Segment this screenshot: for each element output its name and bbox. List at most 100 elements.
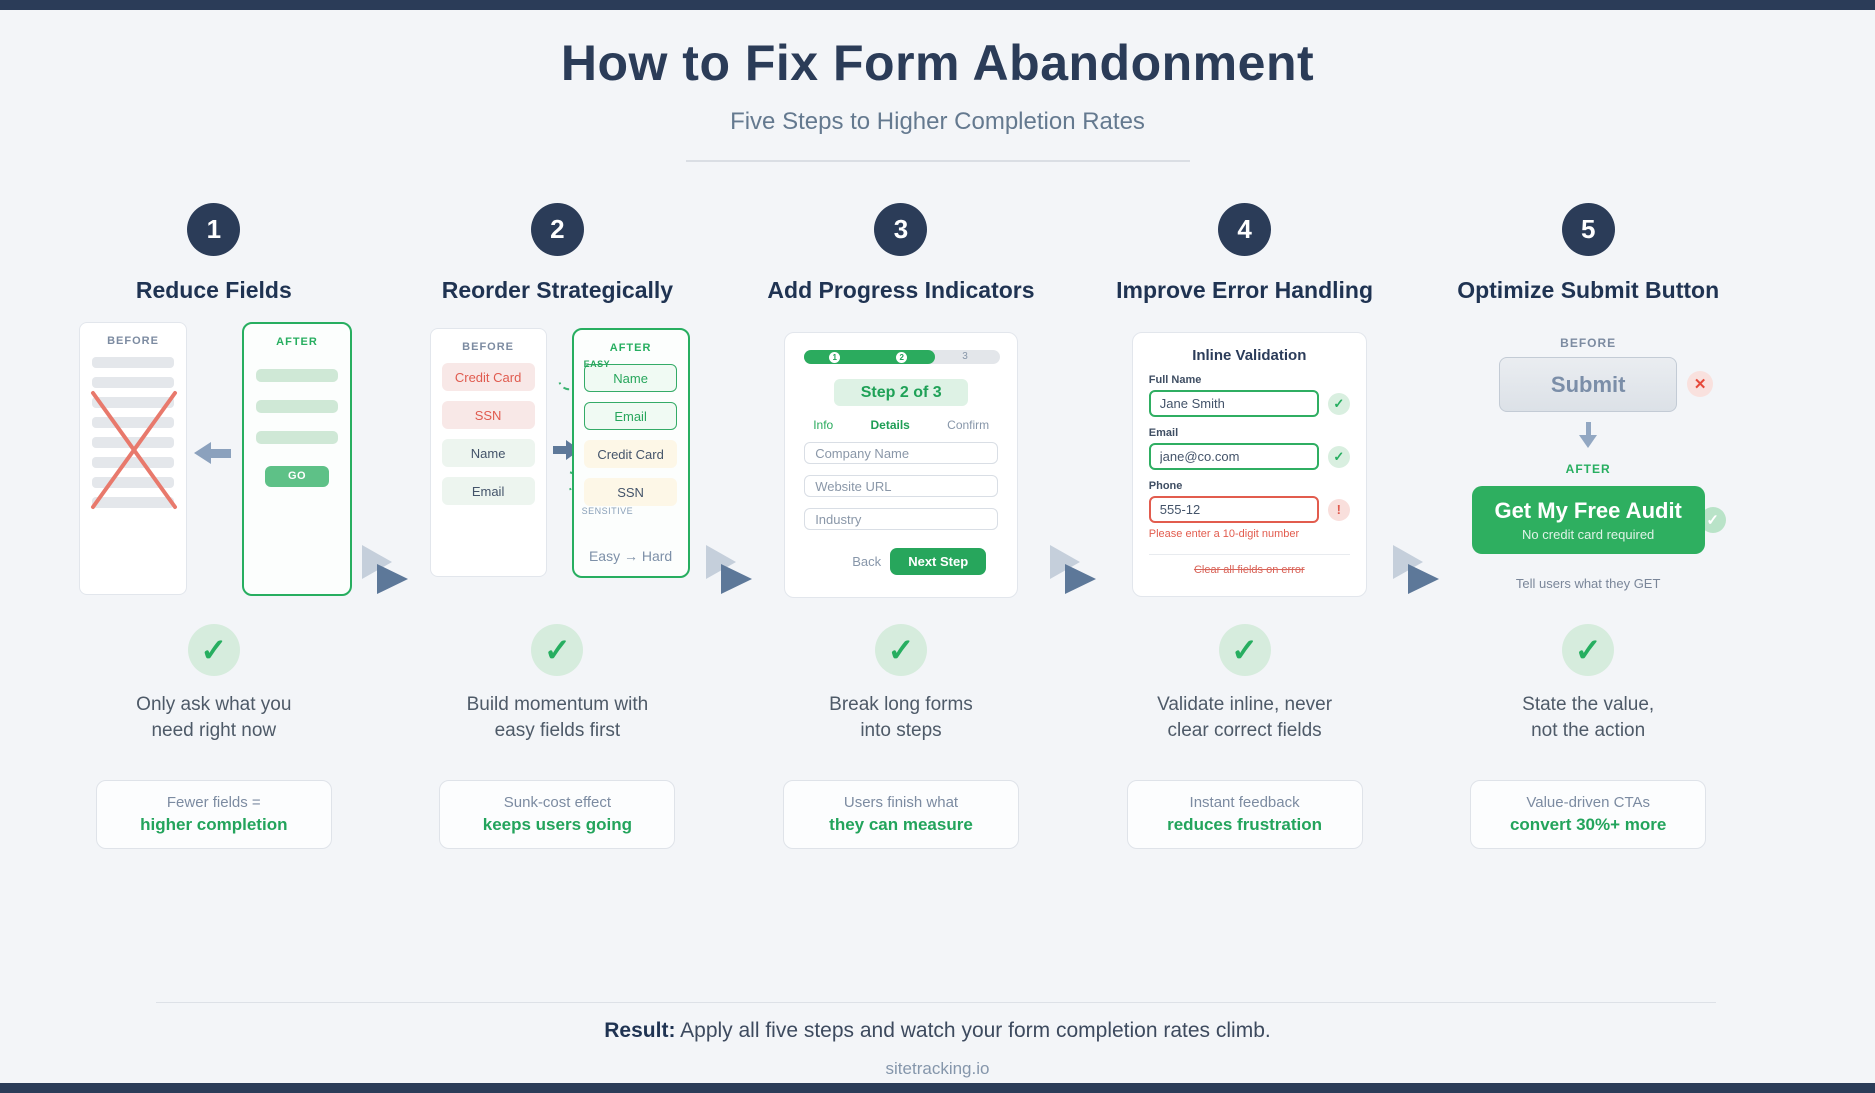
after-form-card: AFTER GO: [242, 322, 352, 596]
page-title: How to Fix Form Abandonment: [560, 35, 1315, 91]
form-fields: Name Email Credit Card SSN: [574, 364, 688, 506]
takeaway-line-2: convert 30%+ more: [1509, 815, 1667, 834]
form-footer: Back Next Step: [804, 548, 998, 575]
check-icon: ✓: [187, 624, 240, 676]
step-column-2: 2 Reorder Strategically BEFORE Credit Ca…: [386, 203, 730, 849]
takeaway-line-2: keeps users going: [482, 815, 633, 834]
form-field-chip[interactable]: Credit Card: [584, 440, 678, 468]
benefit-text: State the value, not the action: [1522, 694, 1655, 741]
form-inputs: [804, 442, 999, 530]
field-bar: [256, 369, 338, 382]
form-field-chip[interactable]: Name: [584, 364, 678, 392]
step-column-1: 1 Reduce Fields BEFORE: [42, 203, 386, 849]
crossed-out-icon: [91, 391, 177, 509]
step-number-badge: 1: [187, 203, 241, 256]
step-column-5: 5 Optimize Submit Button BEFORE Submit ✕…: [1416, 203, 1760, 849]
step-column-4: 4 Improve Error Handling Inline Validati…: [1073, 203, 1417, 849]
field-bar: [92, 477, 174, 488]
field-bar: [92, 357, 174, 368]
progress-step-3: 3: [962, 351, 968, 362]
takeaway-box: Value-driven CTAs convert 30%+ more: [1470, 780, 1707, 849]
field-row: !: [1148, 496, 1350, 523]
cta-note: Tell users what they GET: [1515, 576, 1661, 591]
cta-subtitle: No credit card required: [1522, 527, 1655, 542]
after-label: AFTER: [276, 336, 318, 348]
tab-confirm[interactable]: Confirm: [947, 418, 990, 432]
field-bar: [92, 497, 174, 508]
check-icon: ✓: [1218, 624, 1271, 676]
email-label: Email: [1148, 427, 1179, 439]
form-field-bars: [80, 357, 186, 508]
go-button[interactable]: GO: [265, 466, 329, 487]
cta-title: Get My Free Audit: [1494, 498, 1682, 523]
back-button[interactable]: Back: [846, 553, 887, 570]
step-number-badge: 4: [1218, 203, 1272, 256]
before-form-card: BEFORE: [79, 322, 187, 595]
before-button-wrap: Submit ✕: [1499, 357, 1714, 412]
takeaway-line-1: Value-driven CTAs: [1526, 794, 1650, 811]
form-field-chip[interactable]: Name: [441, 439, 535, 467]
benefit-text: Build momentum with easy fields first: [466, 694, 649, 741]
down-arrow-icon: [1579, 422, 1598, 448]
error-message: Please enter a 10-digit number: [1148, 528, 1300, 540]
takeaway-line-2: they can measure: [829, 815, 973, 834]
next-step-chevron-icon: [362, 545, 424, 605]
anti-pattern-text: Clear all fields on error: [1193, 564, 1305, 576]
cross-icon: ✕: [1687, 371, 1714, 397]
valid-check-icon: ✓: [1327, 392, 1350, 415]
before-label: BEFORE: [107, 335, 159, 347]
takeaway-box: Users finish what they can measure: [782, 780, 1019, 849]
step-title: Reduce Fields: [135, 277, 292, 303]
takeaway-line-1: Fewer fields =: [166, 794, 261, 811]
phone-input[interactable]: [1148, 496, 1319, 523]
field-row: ✓: [1148, 390, 1350, 417]
get-free-audit-button[interactable]: Get My Free Audit No credit card require…: [1471, 486, 1705, 554]
sensitive-tag: SENSITIVE: [581, 506, 634, 516]
field-bar: [92, 417, 174, 428]
check-icon: ✓: [531, 624, 584, 676]
full-name-input[interactable]: [1148, 390, 1319, 417]
benefit-text: Only ask what you need right now: [136, 694, 292, 741]
card-title: Inline Validation: [1192, 347, 1307, 364]
check-icon: ✓: [874, 624, 927, 676]
steps-row: 1 Reduce Fields BEFORE: [42, 203, 1760, 849]
step-number-badge: 5: [1561, 203, 1615, 256]
company-name-input[interactable]: [804, 442, 999, 464]
check-icon: ✓: [1562, 624, 1615, 676]
result-line: Result: Apply all five steps and watch y…: [0, 1019, 1875, 1043]
after-button-wrap: Get My Free Audit No credit card require…: [1471, 486, 1726, 554]
website-url-input[interactable]: [804, 475, 999, 497]
form-field-chip[interactable]: SSN: [584, 478, 678, 506]
result-label: Result:: [604, 1019, 676, 1042]
full-name-label: Full Name: [1148, 374, 1202, 386]
form-field-chip[interactable]: SSN: [441, 401, 535, 429]
benefit-text: Validate inline, never clear correct fie…: [1157, 694, 1333, 741]
form-field-chip[interactable]: Email: [584, 402, 678, 430]
before-label: BEFORE: [1560, 336, 1617, 350]
progress-bar: 1 2 3: [804, 350, 1001, 364]
step-title: Improve Error Handling: [1116, 277, 1374, 303]
field-bar: [92, 437, 174, 448]
error-exclamation-icon: !: [1327, 498, 1350, 521]
form-field-chip[interactable]: Email: [441, 477, 535, 505]
submit-button[interactable]: Submit: [1499, 357, 1678, 412]
step-column-3: 3 Add Progress Indicators 1 2 3 Step 2 o…: [729, 203, 1073, 849]
field-row: ✓: [1148, 443, 1350, 470]
step-tabs: Info Details Confirm: [813, 418, 989, 432]
field-bar: [92, 457, 174, 468]
after-label: AFTER: [609, 342, 652, 354]
form-field-chip[interactable]: Credit Card: [441, 363, 535, 391]
email-input[interactable]: [1148, 443, 1319, 470]
top-accent-bar: [0, 0, 1875, 10]
tab-info[interactable]: Info: [813, 418, 834, 432]
phone-label: Phone: [1148, 480, 1183, 492]
progress-step-1: 1: [829, 351, 841, 363]
next-step-chevron-icon: [1393, 545, 1455, 605]
next-step-button[interactable]: Next Step: [890, 548, 987, 575]
takeaway-line-2: reduces frustration: [1167, 815, 1323, 834]
tab-details[interactable]: Details: [870, 418, 910, 432]
next-step-chevron-icon: [1050, 545, 1112, 605]
industry-input[interactable]: [804, 508, 999, 530]
brand-footer: sitetracking.io: [885, 1059, 990, 1078]
after-form-card: AFTER Name Email Credit Card SSN EASY SE…: [571, 328, 690, 578]
